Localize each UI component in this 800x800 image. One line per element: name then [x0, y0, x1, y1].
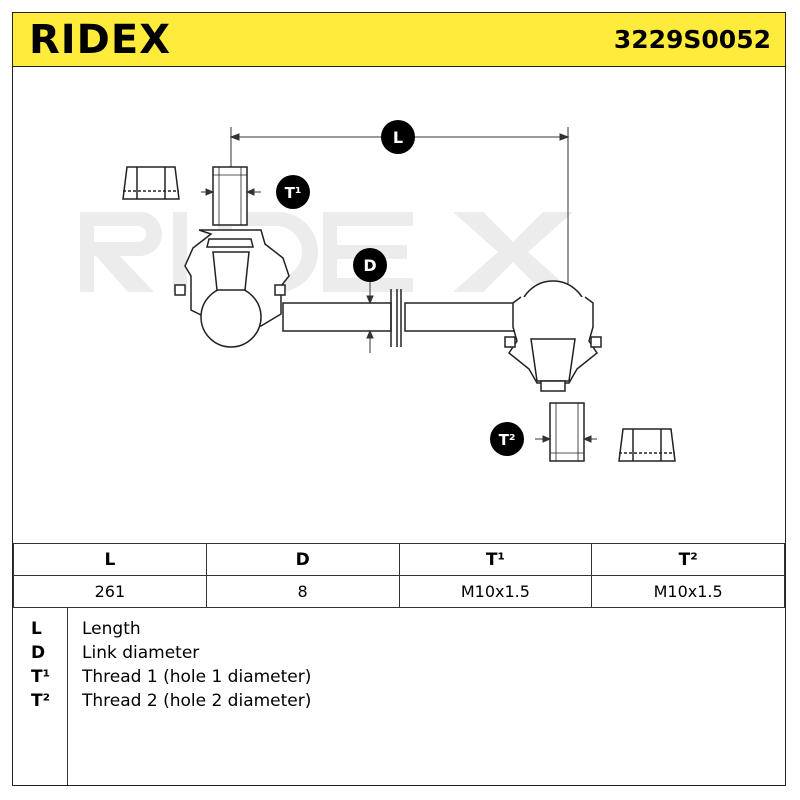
legend-code: D	[31, 643, 46, 663]
dimension-T1	[201, 188, 261, 196]
spec-header-row: L D T¹ T²	[13, 543, 785, 576]
part-number: 3229S0052	[613, 25, 771, 54]
legend: L Length D Link diameter T¹ Thread 1 (ho…	[13, 607, 785, 785]
legend-desc: Thread 1 (hole 1 diameter)	[82, 667, 312, 687]
callout-T1: T¹	[276, 175, 310, 209]
header-bar: RIDEX 3229S0052	[13, 13, 785, 67]
technical-drawing: L D T¹ T²	[80, 120, 676, 462]
legend-code: T²	[31, 691, 51, 711]
legend-desc: Length	[82, 619, 141, 639]
nut-right	[618, 428, 676, 462]
nut-left	[122, 166, 180, 200]
callout-T2: T²	[490, 422, 524, 456]
stud-right	[549, 402, 585, 462]
spec-header-L: L	[13, 543, 207, 576]
legend-item: L Length	[13, 619, 785, 643]
callout-T2-label: T²	[499, 431, 516, 449]
spec-value-T2: M10x1.5	[591, 575, 785, 608]
legend-code: T¹	[31, 667, 51, 687]
ball-joint-right	[504, 280, 602, 392]
callout-L-label: L	[393, 128, 403, 147]
brand-logo: RIDEX	[29, 17, 172, 63]
legend-desc: Thread 2 (hole 2 diameter)	[82, 691, 312, 711]
spec-header-D: D	[205, 543, 400, 576]
callout-D-label: D	[363, 256, 376, 275]
watermark-logo	[80, 212, 573, 292]
ball-joint-left	[174, 229, 290, 348]
link-rod	[282, 289, 518, 347]
dimension-T2	[535, 435, 597, 443]
drawing-frame	[12, 12, 786, 786]
legend-item: T¹ Thread 1 (hole 1 diameter)	[13, 667, 785, 691]
spec-header-T1: T¹	[398, 543, 593, 576]
spec-value-row: 261 8 M10x1.5 M10x1.5	[13, 575, 785, 608]
legend-item: T² Thread 2 (hole 2 diameter)	[13, 691, 785, 715]
legend-divider	[67, 607, 68, 785]
callout-L: L	[381, 120, 415, 154]
spec-value-L: 261	[13, 575, 207, 608]
spec-value-T1: M10x1.5	[398, 575, 593, 608]
stud-left	[212, 166, 248, 226]
dimension-D	[366, 277, 374, 353]
spec-value-D: 8	[205, 575, 400, 608]
callout-T1-label: T¹	[285, 184, 302, 202]
spec-header-T2: T²	[591, 543, 785, 576]
legend-item: D Link diameter	[13, 643, 785, 667]
callout-D: D	[353, 248, 387, 282]
legend-desc: Link diameter	[82, 643, 200, 663]
spec-table: L D T¹ T² 261 8 M10x1.5 M10x1.5	[13, 543, 785, 608]
legend-code: L	[31, 619, 42, 639]
